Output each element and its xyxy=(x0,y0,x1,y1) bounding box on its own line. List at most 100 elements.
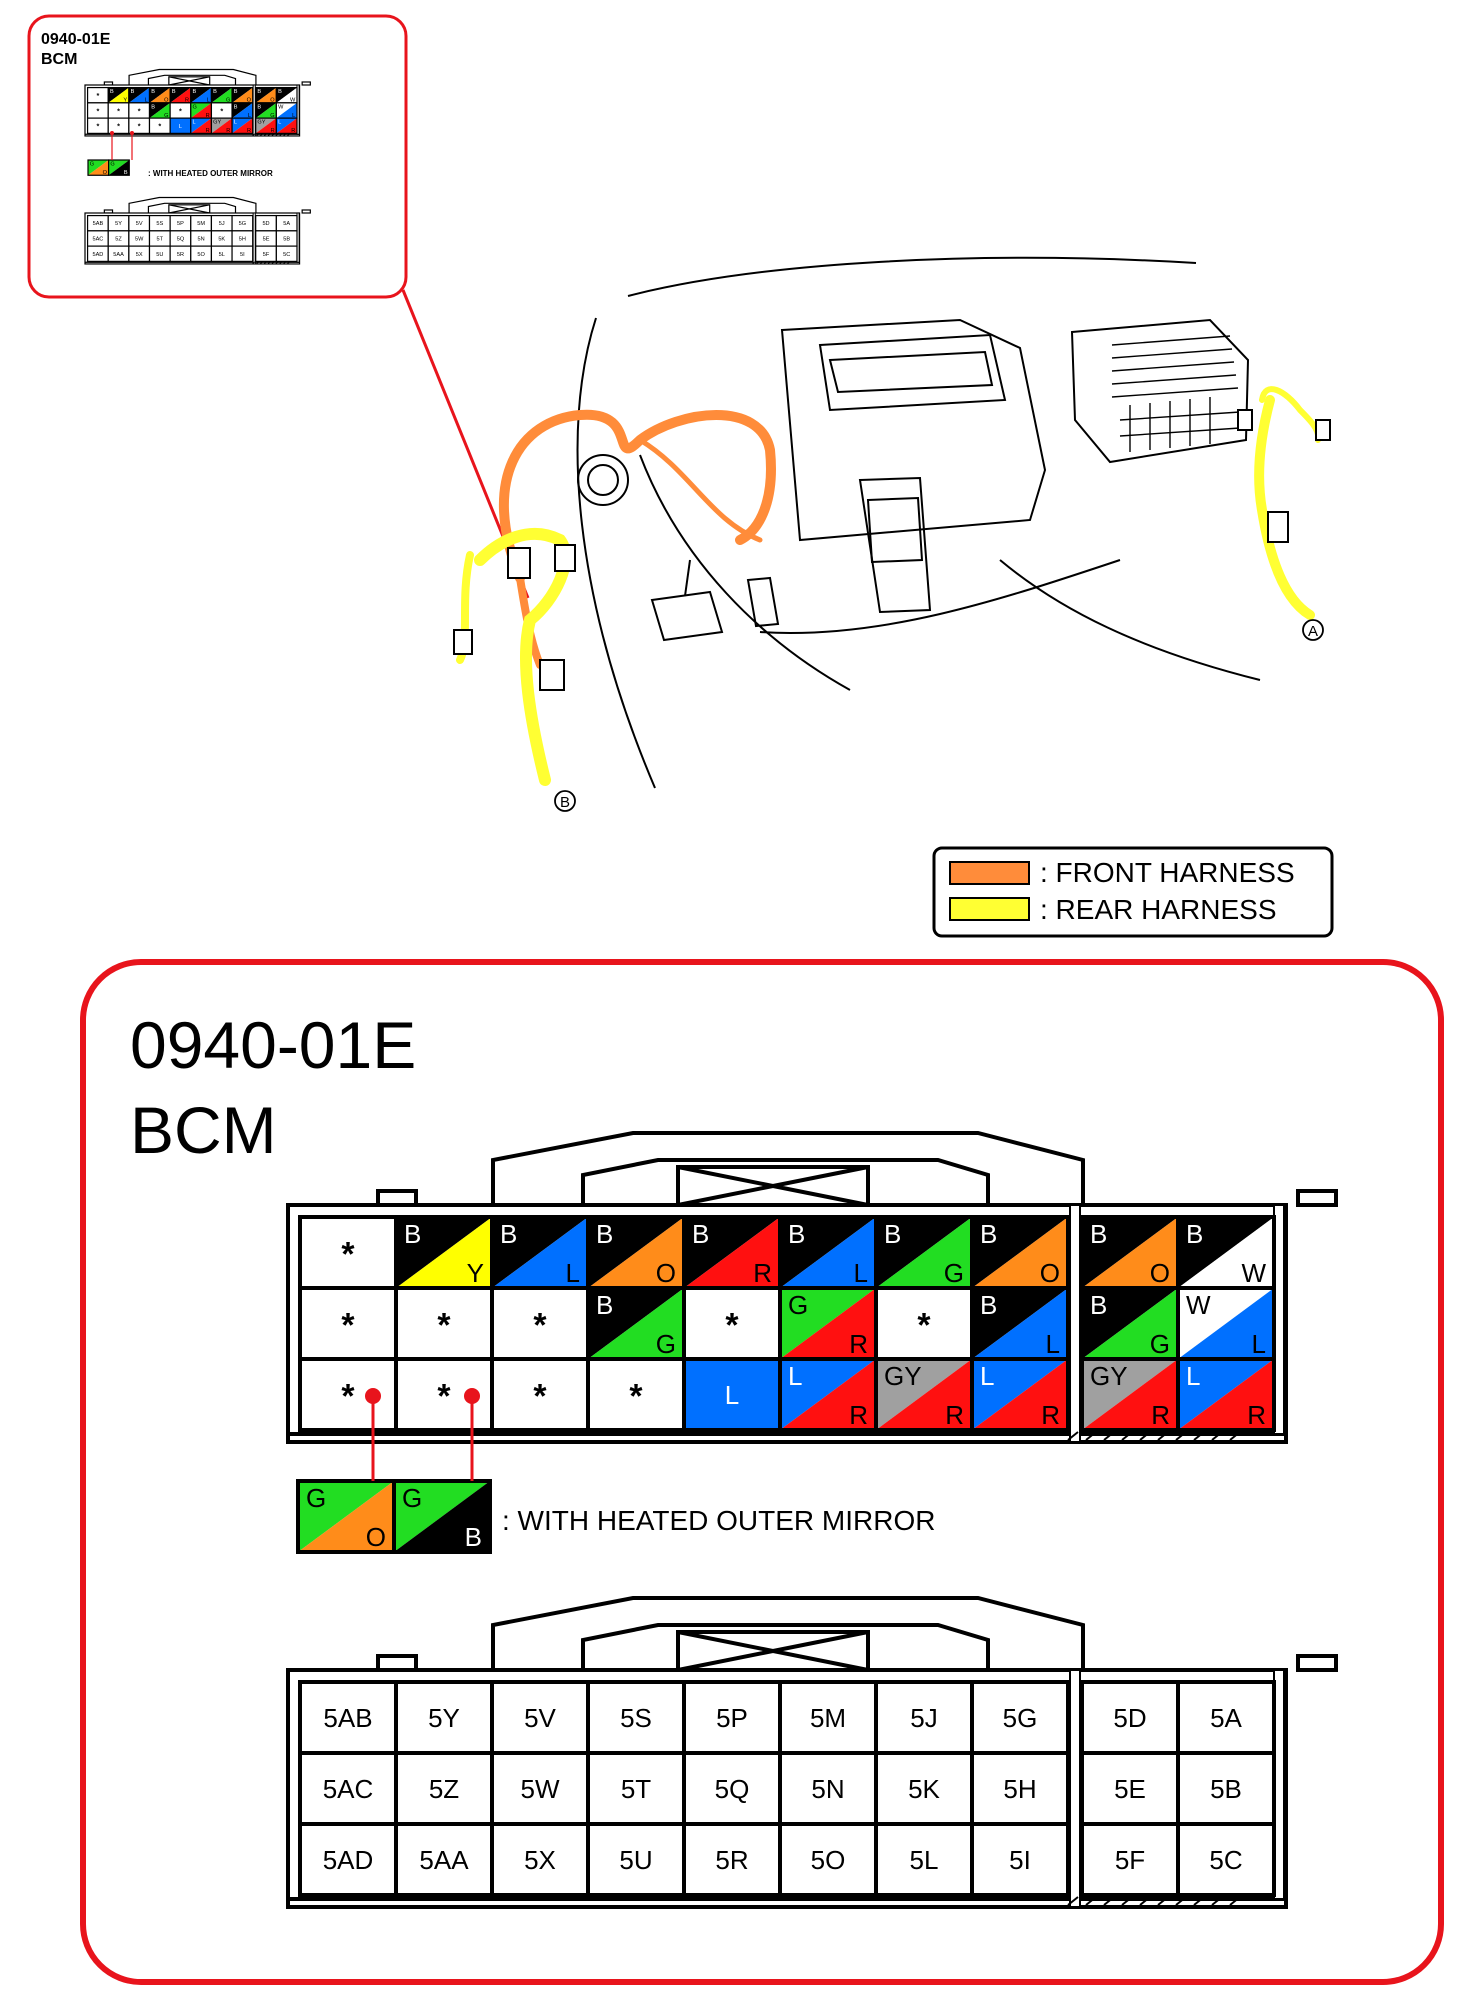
wire-color-label-upper: L xyxy=(234,120,237,126)
pin-number-label: 5Z xyxy=(429,1774,459,1804)
wire-color-label-upper: G xyxy=(193,104,197,110)
wire-color-lower xyxy=(492,1217,588,1288)
pin-cell-r1-c3: 5V xyxy=(490,1680,590,1755)
rear-harness-wires xyxy=(456,386,1322,786)
pin-cell-r3-c9: GYR xyxy=(1080,1357,1180,1432)
pin-number-label: 5J xyxy=(910,1703,937,1733)
wire-color-label-lower: L xyxy=(854,1258,868,1288)
wire-color-label-lower: L xyxy=(207,98,210,104)
inset-code: 0940-01E xyxy=(41,31,111,48)
pin-cell-r2-c6: 5N xyxy=(190,230,213,247)
hatch-mark xyxy=(1103,1896,1115,1906)
wire-color-label-upper: W xyxy=(1186,1290,1211,1320)
pin-cell-r3-c6: LR xyxy=(778,1357,878,1432)
pin-cell-box xyxy=(778,1822,878,1897)
mirror-link-dot-2 xyxy=(464,1388,480,1404)
pin-number-label: 5W xyxy=(521,1774,560,1804)
pin-number-label: 5O xyxy=(811,1845,846,1875)
wire-color-lower xyxy=(1178,1288,1274,1359)
unused-pin-star: * xyxy=(138,122,141,131)
pin-cell-r2-c9: 5E xyxy=(1080,1751,1180,1826)
pin-cell-box xyxy=(970,1680,1070,1755)
wire-color-label-lower: O xyxy=(1150,1258,1170,1288)
wire-color-label-lower: O xyxy=(366,1522,386,1552)
pin-number-label: 5H xyxy=(1003,1774,1036,1804)
pin-cell-r3-c6: 5O xyxy=(778,1822,878,1897)
unused-pin-star: * xyxy=(533,1307,547,1345)
pin-number-label: 5J xyxy=(219,221,225,227)
pin-number-label: 5Z xyxy=(115,236,122,242)
pin-cell-box xyxy=(970,1357,1070,1432)
mirror-cell-2: GB xyxy=(392,1479,492,1554)
pin-cell-r1-c7: BG xyxy=(874,1215,974,1290)
pin-number-label: 5O xyxy=(197,252,205,258)
wire-color-lower xyxy=(876,1359,972,1430)
pin-cell-r3-c8: LR xyxy=(231,117,254,134)
pin-number-label: 5S xyxy=(156,221,163,227)
pin-cell-r2-c4: 5T xyxy=(586,1751,686,1826)
pin-cell-r2-c5: * xyxy=(682,1286,782,1361)
pin-cell-r3-c3: * xyxy=(490,1357,590,1432)
floor-line xyxy=(759,559,1121,635)
wire-color-label-lower: G xyxy=(1150,1329,1170,1359)
pin-cell-r1-c5: 5P xyxy=(682,1680,782,1755)
wire-color-label-lower: O xyxy=(1040,1258,1060,1288)
wire-color-label-upper: B xyxy=(213,89,217,95)
center-panel xyxy=(780,318,1047,542)
pin-cell-r1-c1: * xyxy=(298,1215,398,1290)
pin-number-label: 5P xyxy=(716,1703,748,1733)
pin-cell-r2-c4: BG xyxy=(586,1286,686,1361)
legend-frame xyxy=(932,846,1334,938)
pin-cell-r2-c4: BG xyxy=(148,102,171,119)
pin-cell-r1-c4: BO xyxy=(148,86,171,104)
wire-color-upper xyxy=(190,118,212,134)
pin-number-label: 5AA xyxy=(419,1845,469,1875)
connector-hatching xyxy=(252,261,290,264)
wire-color-label: L xyxy=(179,124,182,130)
pin-cell-r1-c10: 5A xyxy=(275,214,298,232)
hatch-mark xyxy=(279,133,283,136)
pin-cell-box xyxy=(682,1286,782,1361)
pin-number-label: 5N xyxy=(198,236,205,242)
wire-color-upper xyxy=(211,87,233,103)
pin-cell-r2-c6: GR xyxy=(190,102,213,119)
pin-cell-r3-c2: 5AA xyxy=(394,1822,494,1897)
steering-column-inner xyxy=(587,464,619,496)
rear-harness-left xyxy=(474,527,572,786)
dashboard-illustration xyxy=(576,256,1261,789)
pin-cell-r1-c2: BY xyxy=(107,86,130,104)
pin-number-label: 5AD xyxy=(323,1845,374,1875)
pedal-arm xyxy=(684,559,691,597)
wire-color-lower xyxy=(88,160,109,176)
hatch-mark xyxy=(1229,1431,1241,1441)
hatch-mark xyxy=(271,261,275,264)
wire-color-upper xyxy=(149,87,171,103)
wire-color-label-lower: R xyxy=(226,128,230,134)
pin-cell-r1-c10: BW xyxy=(1176,1215,1276,1290)
wire-color-label-lower: R xyxy=(945,1400,964,1430)
wire-color-label-upper: GY xyxy=(213,120,221,126)
pin-cell-r3-c3: 5X xyxy=(128,245,151,262)
wire-color-label-upper: B xyxy=(404,1219,421,1249)
harness-legend: : FRONT HARNESS : REAR HARNESS xyxy=(932,846,1334,938)
pin-cell-r3-c9: 5F xyxy=(1080,1822,1180,1897)
pin-cell-box xyxy=(970,1822,1070,1897)
unused-pin-star: * xyxy=(179,106,182,115)
pin-cell-r2-c3: 5W xyxy=(490,1751,590,1826)
pin-cell-box xyxy=(392,1479,492,1554)
pin-cell-r1-c5: BR xyxy=(682,1215,782,1290)
pin-cell-r3-c6: LR xyxy=(190,117,213,134)
pin-cell-r2-c2: 5Z xyxy=(107,230,130,247)
inset-callout: 0940-01E BCM *BYBLBOBRBLBGBOBOBW***BG*GR… xyxy=(27,14,530,599)
pin-number-label: 5AC xyxy=(323,1774,374,1804)
housing-inner-step xyxy=(581,1158,990,1205)
connector-hatching xyxy=(1067,1896,1241,1906)
pin-number-label: 5T xyxy=(157,236,164,242)
pin-cell-r2-c2: * xyxy=(107,102,130,119)
pin-cell-box xyxy=(586,1822,686,1897)
pin-number-label: 5G xyxy=(239,221,246,227)
hatch-mark xyxy=(275,133,279,136)
hatch-mark xyxy=(267,261,271,264)
